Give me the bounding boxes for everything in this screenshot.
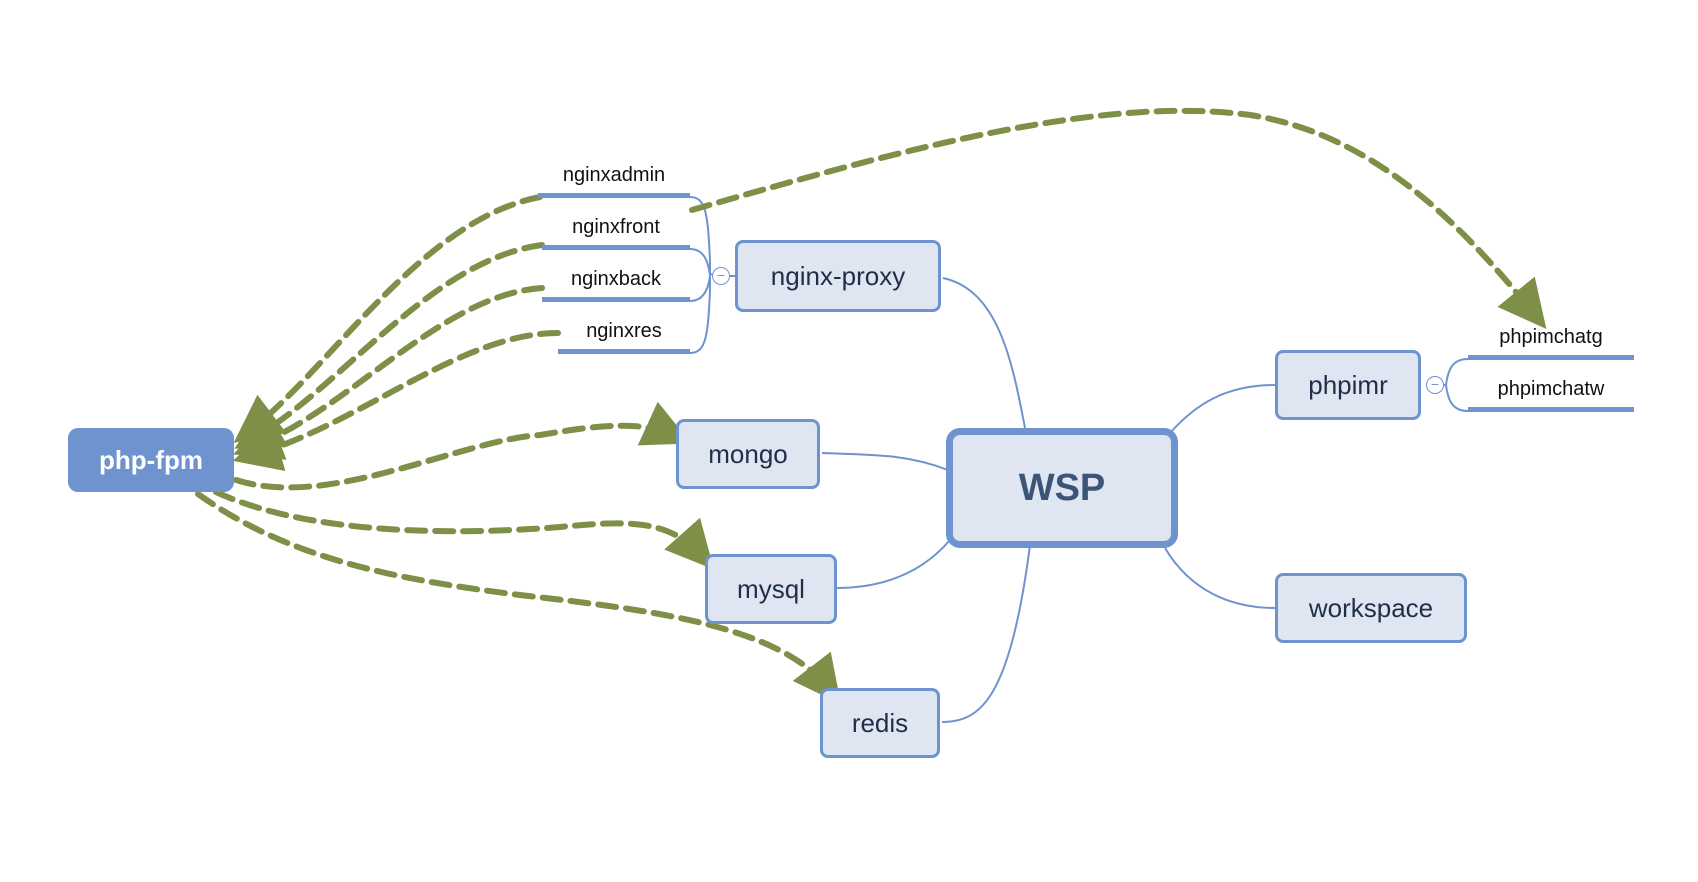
node-mysql[interactable]: mysql [705, 554, 837, 624]
node-redis[interactable]: redis [820, 688, 940, 758]
relation-phpfpm-mongo [233, 401, 692, 491]
connector-wsp-nginx-proxy [942, 277, 1026, 429]
leaf-nginxadmin[interactable]: nginxadmin [538, 164, 690, 198]
node-workspace[interactable]: workspace [1275, 573, 1467, 643]
leaf-phpimchatg[interactable]: phpimchatg [1468, 326, 1634, 360]
relation-nginxadmin-phpfpm [233, 194, 543, 443]
relation-nginxadmin-phpimchatg [689, 107, 1547, 329]
node-phpimr[interactable]: phpimr [1275, 350, 1421, 420]
leaf-nginxback[interactable]: nginxback [542, 268, 690, 302]
relation-nginxres-phpfpm [232, 330, 561, 471]
collapse-nginx-proxy-toggle[interactable]: − [712, 267, 730, 285]
connector-wsp-mysql [835, 539, 951, 589]
node-php-fpm[interactable]: php-fpm [68, 428, 234, 492]
connector-phpimr-children [1440, 358, 1469, 412]
connector-wsp-redis [941, 544, 1031, 723]
leaf-nginxres[interactable]: nginxres [558, 320, 690, 354]
node-mongo[interactable]: mongo [676, 419, 820, 489]
leaf-phpimchatw[interactable]: phpimchatw [1468, 378, 1634, 412]
collapse-phpimr-toggle[interactable]: − [1426, 376, 1444, 394]
connector-wsp-phpimr [1169, 384, 1276, 434]
relation-phpfpm-redis [195, 491, 841, 705]
leaf-nginxfront[interactable]: nginxfront [542, 216, 690, 250]
connector-wsp-mongo [821, 452, 949, 471]
connector-wsp-workspace [1164, 547, 1276, 609]
node-wsp-root[interactable]: WSP [946, 428, 1178, 548]
node-nginx-proxy[interactable]: nginx-proxy [735, 240, 941, 312]
relation-nginxback-phpfpm [233, 285, 545, 460]
relation-phpfpm-mysql [213, 489, 714, 570]
